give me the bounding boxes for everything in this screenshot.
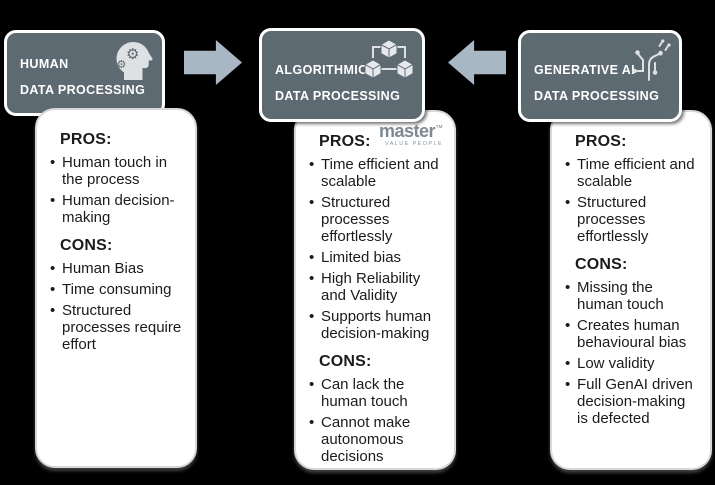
svg-text:⚙: ⚙ — [126, 45, 139, 63]
cons-list: Missing the human touchCreates human beh… — [565, 279, 698, 427]
arrow-left-icon — [448, 40, 506, 85]
card-algorithmic-data-processing: master™ VALUE PEOPLE PROS: Time efficien… — [294, 110, 456, 470]
cubes-network-icon — [363, 39, 415, 79]
list-item: Low validity — [565, 355, 698, 372]
list-item: Time efficient and scalable — [309, 156, 442, 190]
list-item: High Reliability and Validity — [309, 270, 442, 304]
cons-heading: CONS: — [60, 237, 113, 254]
header-human-data-processing: HUMAN DATA PROCESSING ⚙ ⚙ — [4, 30, 165, 116]
header-line-2: DATA PROCESSING — [275, 89, 401, 103]
header-label: HUMAN DATA PROCESSING — [20, 51, 145, 103]
svg-text:⚙: ⚙ — [117, 58, 127, 71]
header-line-2: DATA PROCESSING — [534, 89, 660, 103]
trademark-symbol: ™ — [435, 123, 443, 133]
list-item: Time efficient and scalable — [565, 156, 698, 190]
cons-heading: CONS: — [575, 256, 628, 273]
header-label: GENERATIVE AI DATA PROCESSING — [534, 57, 659, 109]
cons-heading: CONS: — [319, 353, 372, 370]
list-item: Cannot make autonomous decisions — [309, 414, 442, 465]
logo-tagline: VALUE PEOPLE — [385, 141, 443, 147]
header-line-1: GENERATIVE AI — [534, 63, 636, 77]
pros-heading: PROS: — [60, 131, 112, 148]
list-item: Structured processes require effort — [50, 302, 183, 353]
list-item: Structured processes effortlessly — [565, 194, 698, 245]
header-generative-ai-data-processing: GENERATIVE AI DATA PROCESSING — [518, 30, 682, 122]
pros-heading: PROS: — [575, 133, 627, 150]
header-line-2: DATA PROCESSING — [20, 83, 146, 97]
list-item: Human Bias — [50, 260, 183, 277]
header-line-1: ALGORITHMIC — [275, 63, 368, 77]
cons-list: Can lack the human touchCannot make auto… — [309, 376, 442, 465]
list-item: Creates human behavioural bias — [565, 317, 698, 351]
circuit-branch-icon — [632, 39, 671, 81]
head-with-gears-icon: ⚙ ⚙ — [116, 42, 153, 80]
pros-list: Human touch in the processHuman decision… — [50, 154, 183, 226]
pros-list: Time efficient and scalableStructured pr… — [565, 156, 698, 245]
list-item: Human decision-making — [50, 192, 183, 226]
card-human-data-processing: PROS: Human touch in the processHuman de… — [35, 108, 197, 468]
header-line-1: HUMAN — [20, 57, 69, 71]
list-item: Limited bias — [309, 249, 442, 266]
master-logo: master™ VALUE PEOPLE — [379, 122, 443, 148]
card-generative-ai-data-processing: PROS: Time efficient and scalableStructu… — [550, 110, 712, 470]
list-item: Supports human decision-making — [309, 308, 442, 342]
list-item: Human touch in the process — [50, 154, 183, 188]
list-item: Time consuming — [50, 281, 183, 298]
list-item: Missing the human touch — [565, 279, 698, 313]
list-item: Structured processes effortlessly — [309, 194, 442, 245]
header-label: ALGORITHMIC DATA PROCESSING — [275, 57, 400, 109]
header-algorithmic-data-processing: ALGORITHMIC DATA PROCESSING — [259, 28, 425, 122]
logo-wordmark: master — [378, 121, 436, 141]
arrow-right-icon — [184, 40, 242, 85]
pros-heading: PROS: — [319, 133, 371, 150]
pros-list: Time efficient and scalableStructured pr… — [309, 156, 442, 342]
list-item: Full GenAI driven decision-making is def… — [565, 376, 698, 427]
list-item: Can lack the human touch — [309, 376, 442, 410]
cons-list: Human BiasTime consumingStructured proce… — [50, 260, 183, 353]
